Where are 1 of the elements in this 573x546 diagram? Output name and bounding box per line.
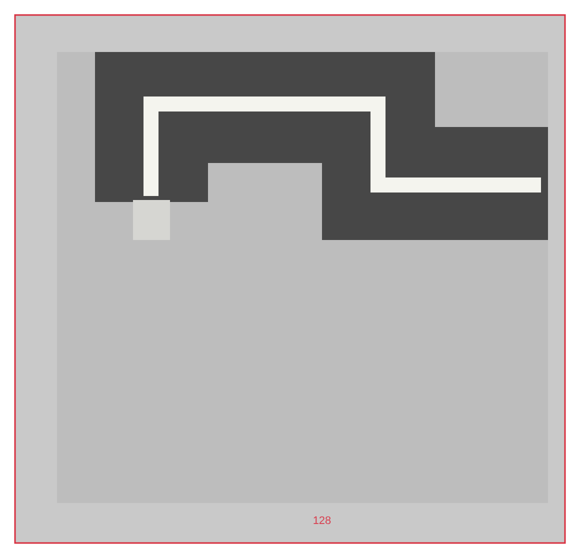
dimension-text: 128 (312, 514, 332, 528)
